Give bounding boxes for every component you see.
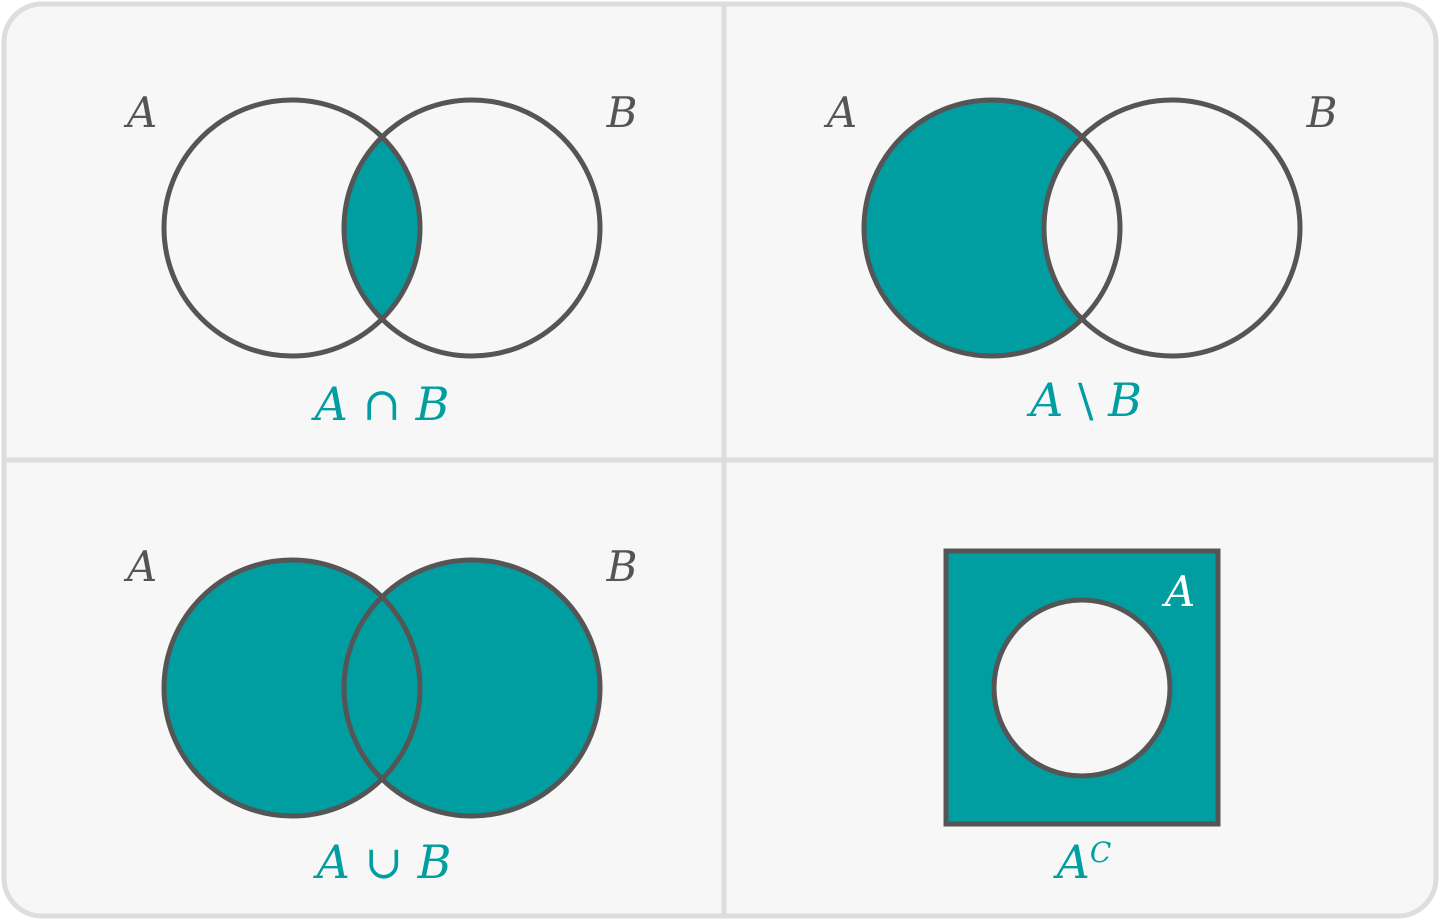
panel-union: A B A ∪ B (123, 542, 638, 889)
circle-a (991, 597, 1173, 779)
op-left: A (311, 377, 348, 431)
set-a-label: A (123, 88, 157, 137)
circle-a (161, 97, 423, 359)
set-a-label: A (123, 542, 157, 591)
circle-b (1041, 97, 1303, 359)
set-b-label: B (606, 88, 638, 137)
set-b-label: B (1306, 88, 1338, 137)
circle-a-fill (164, 560, 420, 816)
op-left: A (313, 835, 350, 889)
circle-b (341, 557, 603, 819)
circle-a (161, 557, 423, 819)
op-symbol: \ (1078, 373, 1094, 427)
op-base: A (1053, 835, 1090, 889)
operation-label: A ∩ B (311, 377, 450, 431)
panel-difference: A B A \ B (823, 88, 1338, 427)
circle-a (861, 97, 1123, 359)
operation-label: A \ B (1026, 373, 1142, 427)
set-a-label: A (823, 88, 857, 137)
circle-b-fill (1044, 100, 1300, 356)
circle-b-fill (344, 560, 600, 816)
set-b-label: B (606, 542, 638, 591)
circle-b (341, 97, 603, 359)
operation-label: AC (1053, 835, 1112, 889)
op-symbol: ∩ (362, 377, 401, 431)
op-right: B (1107, 373, 1142, 427)
op-left: A (1026, 373, 1063, 427)
op-right: B (417, 835, 452, 889)
set-a-label: A (1161, 567, 1195, 616)
op-symbol: ∪ (364, 835, 403, 889)
op-superscript: C (1090, 836, 1111, 869)
op-right: B (415, 377, 450, 431)
panel-complement: A AC (943, 548, 1221, 889)
operation-label: A ∪ B (313, 835, 452, 889)
